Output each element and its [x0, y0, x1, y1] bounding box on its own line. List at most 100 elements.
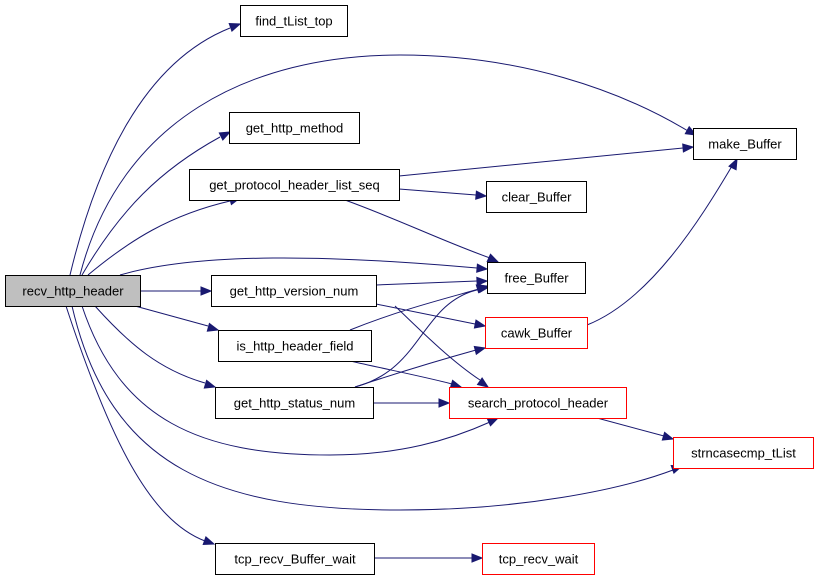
- node-label: recv_http_header: [22, 284, 124, 299]
- edge-recv_http_header-to-get_http_status_num: [94, 305, 217, 389]
- node-cawk_Buffer[interactable]: cawk_Buffer: [485, 317, 588, 349]
- edge-arrowhead: [206, 322, 220, 332]
- edge-get_protocol_header_list_seq-to-free_Buffer: [344, 199, 500, 263]
- edge-line: [81, 136, 221, 276]
- edge-line: [79, 54, 689, 276]
- edge-line: [81, 305, 491, 456]
- node-find_tList_top[interactable]: find_tList_top: [240, 5, 348, 37]
- node-box[interactable]: [215, 543, 375, 575]
- node-search_protocol_header[interactable]: search_protocol_header: [449, 387, 627, 419]
- edge-recv_http_header-to-tcp_recv_Buffer_wait: [65, 305, 216, 546]
- edge-recv_http_header-to-get_http_method: [81, 131, 232, 276]
- node-get_protocol_header_list_seq[interactable]: get_protocol_header_list_seq: [189, 169, 400, 201]
- node-box[interactable]: [486, 181, 587, 213]
- node-get_http_status_num[interactable]: get_http_status_num: [215, 387, 374, 419]
- edge-line: [586, 165, 733, 326]
- node-box[interactable]: [211, 275, 377, 307]
- node-clear_Buffer[interactable]: clear_Buffer: [486, 181, 587, 213]
- node-is_http_header_field[interactable]: is_http_header_field: [218, 330, 372, 362]
- edge-get_protocol_header_list_seq-to-clear_Buffer: [398, 188, 488, 200]
- edge-arrowhead: [473, 345, 487, 356]
- node-label: get_http_version_num: [230, 284, 359, 299]
- edge-arrowhead: [476, 276, 489, 287]
- edge-get_http_status_num-to-cawk_Buffer: [354, 345, 487, 388]
- edge-line: [375, 303, 476, 325]
- node-label: search_protocol_header: [468, 396, 609, 411]
- edge-cawk_Buffer-to-make_Buffer: [586, 157, 738, 326]
- edge-arrowhead: [202, 536, 216, 546]
- node-box[interactable]: [5, 275, 141, 307]
- node-tcp_recv_wait[interactable]: tcp_recv_wait: [482, 543, 595, 575]
- edge-line: [596, 417, 665, 437]
- node-get_http_method[interactable]: get_http_method: [229, 112, 360, 144]
- node-box[interactable]: [482, 543, 595, 575]
- node-box[interactable]: [215, 387, 374, 419]
- node-box[interactable]: [240, 5, 348, 37]
- node-label: is_http_header_field: [236, 339, 353, 354]
- edge-recv_http_header-to-get_http_version_num: [140, 286, 213, 296]
- edge-line: [354, 349, 477, 388]
- edge-arrowhead: [486, 417, 500, 427]
- edge-recv_http_header-to-free_Buffer: [119, 257, 489, 276]
- node-strncasecmp_tList[interactable]: strncasecmp_tList: [673, 437, 814, 469]
- edge-line: [87, 200, 231, 276]
- node-box[interactable]: [693, 128, 797, 160]
- edge-arrowhead: [475, 190, 488, 200]
- edge-line: [398, 147, 684, 177]
- edge-line: [119, 257, 478, 276]
- node-label: get_http_method: [246, 121, 344, 136]
- edge-line: [394, 305, 481, 381]
- edge-line: [69, 27, 231, 276]
- edge-arrowhead: [449, 379, 463, 389]
- nodes-layer: recv_http_header find_tList_top get_http_m…: [5, 5, 814, 575]
- edge-line: [344, 199, 491, 259]
- node-recv_http_header[interactable]: recv_http_header: [5, 275, 141, 307]
- node-label: get_http_status_num: [234, 396, 355, 411]
- node-free_Buffer[interactable]: free_Buffer: [487, 262, 586, 294]
- node-get_http_version_num[interactable]: get_http_version_num: [211, 275, 377, 307]
- edge-arrowhead: [473, 319, 487, 329]
- edge-recv_http_header-to-find_tList_top: [69, 22, 242, 276]
- edge-line: [349, 288, 480, 331]
- edge-arrowhead: [476, 377, 490, 388]
- node-box[interactable]: [189, 169, 400, 201]
- edge-arrowhead: [218, 131, 232, 141]
- edge-arrowhead: [471, 553, 484, 563]
- node-label: free_Buffer: [504, 271, 569, 286]
- node-label: strncasecmp_tList: [691, 446, 796, 461]
- edge-arrowhead: [203, 379, 217, 389]
- node-tcp_recv_Buffer_wait[interactable]: tcp_recv_Buffer_wait: [215, 543, 375, 575]
- edge-arrowhead: [661, 431, 675, 441]
- edge-recv_http_header-to-make_Buffer: [79, 54, 698, 276]
- node-label: clear_Buffer: [502, 190, 573, 205]
- edge-arrowhead: [486, 253, 500, 263]
- edge-line: [375, 280, 478, 286]
- edge-arrowhead: [228, 22, 242, 32]
- node-label: find_tList_top: [255, 14, 332, 29]
- edge-line: [349, 360, 453, 385]
- edge-get_http_version_num-to-cawk_Buffer: [375, 303, 487, 329]
- node-label: tcp_recv_Buffer_wait: [234, 552, 356, 567]
- node-box[interactable]: [218, 330, 372, 362]
- node-box[interactable]: [673, 437, 814, 469]
- node-make_Buffer[interactable]: make_Buffer: [693, 128, 797, 160]
- edge-is_http_header_field-to-search_protocol_header: [349, 360, 463, 389]
- edge-get_protocol_header_list_seq-to-make_Buffer: [398, 143, 695, 177]
- edge-get_http_version_num-to-search_protocol_header: [394, 305, 490, 388]
- node-box[interactable]: [449, 387, 627, 419]
- edge-recv_http_header-to-search_protocol_header: [81, 305, 500, 456]
- edges-layer: [65, 22, 738, 563]
- node-label: tcp_recv_wait: [499, 552, 579, 567]
- node-box[interactable]: [487, 262, 586, 294]
- edge-get_http_version_num-to-free_Buffer: [375, 276, 489, 287]
- edge-tcp_recv_Buffer_wait-to-tcp_recv_wait: [374, 553, 484, 563]
- edge-arrowhead: [682, 143, 695, 153]
- node-box[interactable]: [485, 317, 588, 349]
- edge-search_protocol_header-to-strncasecmp_tList: [596, 417, 675, 441]
- edge-line: [71, 305, 674, 511]
- edge-line: [134, 305, 209, 327]
- edge-arrowhead: [477, 283, 491, 294]
- node-box[interactable]: [229, 112, 360, 144]
